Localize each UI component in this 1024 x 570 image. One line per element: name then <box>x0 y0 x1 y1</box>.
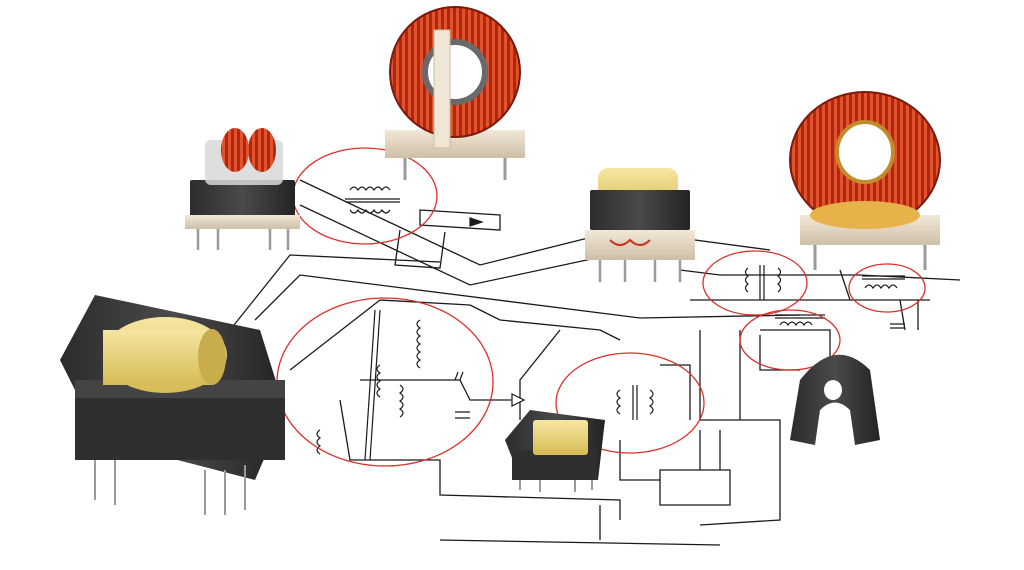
coil-symbols <box>316 186 905 461</box>
common-mode-choke <box>185 128 300 250</box>
toroidal-choke-horizontal <box>789 91 941 270</box>
current-sense-core <box>790 354 880 445</box>
large-ferrite-transformer <box>60 295 285 515</box>
toroidal-choke-vertical <box>385 6 525 180</box>
smd-transformer <box>505 410 605 492</box>
small-transformer <box>585 168 695 282</box>
